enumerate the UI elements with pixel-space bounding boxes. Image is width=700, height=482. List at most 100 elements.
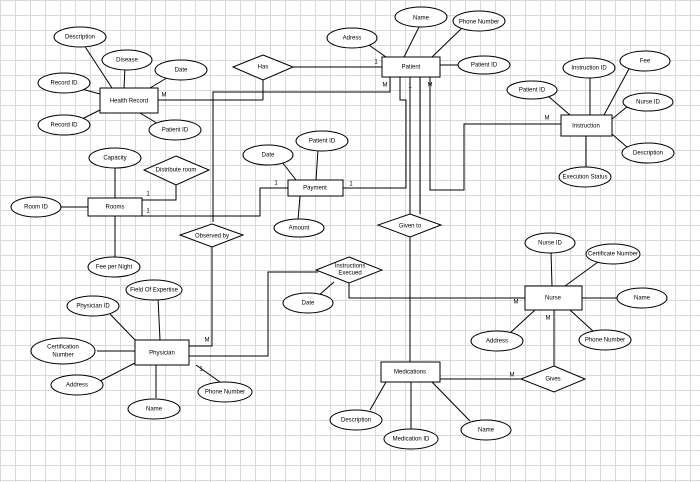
attribute-hr-record-id-1[interactable]: Record ID [37, 72, 91, 94]
attribute-nurse-phone-label: Phone Number [585, 338, 625, 344]
attribute-hr-date[interactable]: Date [154, 59, 208, 81]
attribute-phy-field[interactable]: Field Of Expertise [125, 279, 183, 301]
entity-rooms[interactable]: Rooms [87, 197, 143, 217]
attribute-exec-date[interactable]: Date [282, 292, 334, 314]
entity-nurse[interactable]: Nurse [524, 285, 583, 311]
card-rooms-one-bottom: 1 [146, 209, 150, 215]
card-physician-m: M [205, 338, 210, 344]
attribute-hr-patient-id[interactable]: Patient ID [148, 119, 202, 141]
entity-instruction[interactable]: Instruction [560, 114, 613, 137]
edge-phy-id [109, 313, 136, 341]
attribute-phy-name-label: Name [146, 407, 163, 413]
attribute-phy-address-label: Address [66, 383, 88, 389]
attribute-nurse-name-label: Name [634, 296, 651, 302]
attribute-ins-nurse-id-label: Nurse ID [636, 100, 660, 106]
card-patient-m1: M [383, 83, 388, 89]
attribute-rooms-fee-per-night[interactable]: Fee per Night [87, 256, 141, 278]
attribute-nurse-address[interactable]: Address [470, 330, 524, 352]
entity-patient[interactable]: Patient [381, 56, 441, 78]
attribute-ins-description[interactable]: Description [621, 142, 675, 164]
attribute-med-name[interactable]: Name [460, 419, 512, 441]
attribute-ins-fee[interactable]: Fee [619, 50, 671, 72]
attribute-phy-id-label: Physician ID [76, 304, 110, 310]
relationship-gives[interactable]: Gives [519, 365, 587, 393]
attribute-hr-description-label: Description [65, 35, 95, 41]
attribute-med-id[interactable]: Medication ID [383, 428, 439, 450]
attribute-patient-phone-label: Phone Number [459, 20, 499, 26]
card-rooms-one-top: 1 [146, 192, 150, 198]
attribute-ins-patient-id-label: Patient ID [519, 88, 546, 94]
entity-payment[interactable]: Payment [287, 179, 344, 197]
edge-pay-amount [297, 195, 301, 221]
attribute-phy-address[interactable]: Address [50, 374, 104, 396]
relationship-instructions-execued-line2: Execued [338, 271, 361, 277]
attribute-ins-instruction-id[interactable]: Instruction ID [562, 57, 616, 79]
attribute-pay-date[interactable]: Date [242, 144, 294, 166]
attribute-ins-execution-status[interactable]: Execution Status [558, 166, 612, 188]
edge-phy-field [157, 297, 161, 341]
relationship-given-to[interactable]: Given to [376, 213, 443, 238]
card-payment-one-left: 1 [274, 181, 278, 187]
attribute-hr-disease[interactable]: Disease [101, 49, 153, 71]
attribute-ins-description-label: Description [633, 151, 663, 157]
attribute-ins-patient-id[interactable]: Patient ID [506, 80, 558, 100]
attribute-phy-certification[interactable]: Certification Number [30, 337, 96, 365]
attribute-patient-id[interactable]: Patient ID [457, 55, 511, 75]
relationship-gives-label: Gives [545, 377, 560, 383]
attribute-ins-execution-status-label: Execution Status [562, 175, 607, 181]
attribute-nurse-certificate[interactable]: Certificate Number [585, 243, 641, 265]
attribute-pay-patient-id[interactable]: Patient ID [295, 130, 349, 152]
entity-nurse-label: Nurse [545, 296, 562, 302]
entity-physician[interactable]: Physician [134, 339, 190, 366]
attribute-hr-record-id-2[interactable]: Record ID [37, 114, 91, 136]
relationship-has[interactable]: Has [231, 54, 295, 81]
attribute-med-description[interactable]: Description [329, 409, 383, 431]
attribute-nurse-id-label: Nurse ID [538, 241, 562, 247]
attribute-patient-id-label: Patient ID [471, 63, 498, 69]
entity-instruction-label: Instruction [572, 124, 600, 130]
attribute-patient-phone[interactable]: Phone Number [452, 10, 506, 32]
attribute-hr-description[interactable]: Description [53, 26, 107, 48]
attribute-nurse-certificate-label: Certificate Number [588, 252, 638, 258]
attribute-nurse-address-label: Address [486, 339, 508, 345]
attribute-pay-patient-id-label: Patient ID [309, 139, 336, 145]
card-patient-m2: M [428, 83, 433, 89]
attribute-pay-amount[interactable]: Amount [273, 218, 325, 238]
entity-health-record[interactable]: Health Record [99, 87, 159, 114]
card-instruction-m: M [545, 116, 550, 122]
edge-med-description [369, 381, 387, 411]
attribute-hr-disease-label: Disease [116, 58, 138, 64]
attribute-patient-adress[interactable]: Adress [326, 27, 378, 49]
edge-nurse-id [550, 251, 553, 287]
card-nurse-m-bottom: M [546, 316, 551, 322]
attribute-phy-name[interactable]: Name [127, 398, 181, 420]
edge-patient-phone [431, 27, 463, 58]
relationship-instructions-execued-line1: Instructions [335, 264, 366, 270]
relationship-observed-by[interactable]: Observed by [178, 223, 245, 248]
attribute-rooms-capacity[interactable]: Capacity [88, 147, 142, 169]
attribute-phy-phone[interactable]: Phone Number [197, 381, 253, 403]
attribute-nurse-name[interactable]: Name [616, 287, 668, 309]
card-patient-one: 1 [408, 84, 412, 90]
entity-health-record-label: Health Record [110, 99, 148, 105]
attribute-pay-amount-label: Amount [289, 226, 310, 232]
relationship-observed-by-label: Observed by [195, 234, 229, 240]
card-nurse-m-left: M [514, 300, 519, 306]
connector-lines [56, 24, 631, 430]
attribute-med-description-label: Description [341, 418, 371, 424]
attribute-ins-nurse-id[interactable]: Nurse ID [622, 92, 674, 112]
card-gives-m: M [510, 373, 515, 379]
attribute-nurse-phone[interactable]: Phone Number [578, 329, 632, 351]
relationship-distribute-room[interactable]: Distribute room [142, 155, 211, 186]
attribute-patient-name[interactable]: Name [394, 6, 448, 28]
entity-medications[interactable]: Medications [380, 361, 441, 383]
relationship-instructions-execued[interactable]: Instructions Execued [314, 256, 384, 284]
attribute-rooms-room-id[interactable]: Room ID [10, 196, 62, 218]
attribute-nurse-id[interactable]: Nurse ID [524, 232, 576, 254]
entity-medications-label: Medications [394, 370, 426, 376]
attribute-phy-id[interactable]: Physician ID [66, 295, 120, 317]
edge-nurse-phone [569, 309, 595, 333]
relationship-distribute-room-label: Distribute room [156, 168, 197, 174]
edge-hr-description [83, 44, 113, 89]
